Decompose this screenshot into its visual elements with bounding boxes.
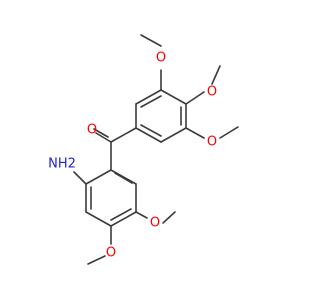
bond bbox=[110, 208, 132, 221]
methoxy-right-oxygen-label: O bbox=[207, 135, 217, 150]
carbonyl-oxygen-label: O bbox=[87, 123, 97, 138]
bond bbox=[93, 128, 109, 138]
bond bbox=[110, 211, 137, 227]
methoxy-top-right-oxygen-label: O bbox=[207, 85, 217, 100]
methoxy-top-left-oxygen-label: O bbox=[156, 51, 166, 66]
molecule-diagram: O NH2 O O O O O bbox=[48, 34, 239, 265]
bond bbox=[135, 127, 162, 143]
bond bbox=[87, 255, 106, 265]
bonds bbox=[73, 34, 239, 265]
amine-label: NH2 bbox=[48, 157, 76, 172]
bond bbox=[162, 211, 176, 224]
bond bbox=[160, 89, 187, 105]
bond bbox=[140, 124, 162, 137]
bond bbox=[160, 127, 187, 143]
bond bbox=[219, 126, 239, 139]
bond bbox=[185, 127, 205, 139]
bond bbox=[73, 171, 87, 185]
methoxy-bottom-left-oxygen-label: O bbox=[106, 246, 116, 261]
bond bbox=[185, 91, 205, 105]
methoxy-bottom-right-oxygen-label: O bbox=[150, 216, 160, 231]
bond bbox=[95, 132, 112, 143]
bond bbox=[135, 211, 148, 219]
bond bbox=[85, 169, 112, 185]
bond bbox=[110, 169, 137, 185]
bond bbox=[114, 172, 133, 184]
bond bbox=[140, 34, 162, 47]
bond bbox=[110, 127, 137, 143]
bond bbox=[140, 95, 162, 108]
bond bbox=[135, 89, 162, 105]
bond bbox=[85, 211, 112, 227]
atom-labels: O NH2 O O O O O bbox=[48, 51, 217, 261]
bond bbox=[211, 65, 221, 85]
